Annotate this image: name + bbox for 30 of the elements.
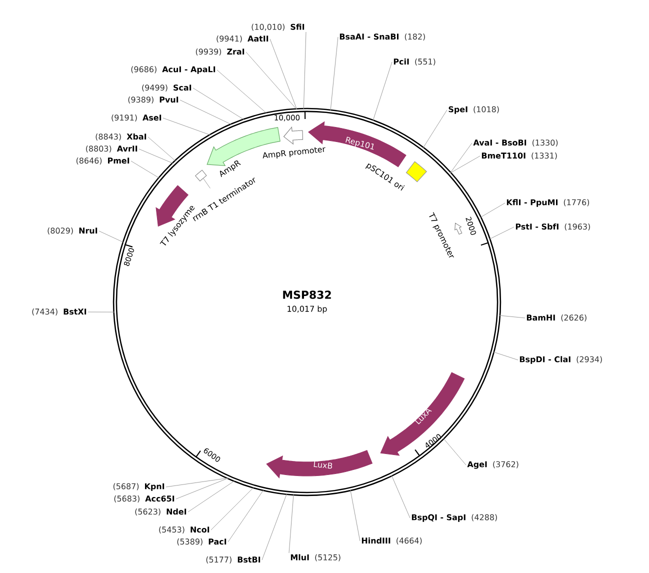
- leader-line: [130, 160, 160, 178]
- leader-line: [422, 110, 448, 148]
- leader-line: [442, 438, 466, 466]
- leader-line: [372, 62, 392, 122]
- leader-line: [330, 36, 338, 112]
- leader-line: [138, 148, 174, 164]
- leader-line: [148, 136, 176, 162]
- leader-line: [488, 226, 514, 240]
- leader-line: [498, 315, 526, 318]
- leader-line: [480, 202, 506, 218]
- leader-line: [188, 480, 236, 512]
- leader-line: [210, 486, 254, 530]
- leader-line: [492, 352, 518, 360]
- leader-line: [270, 38, 298, 110]
- leader-line: [98, 230, 124, 243]
- leader-line: [166, 478, 229, 488]
- leader-line: [450, 142, 472, 174]
- leader-line: [246, 52, 298, 110]
- leader-line: [180, 100, 232, 125]
- leader-line: [303, 32, 306, 110]
- leader-line: [391, 474, 410, 518]
- leader-line: [228, 489, 264, 542]
- leader-line: [162, 118, 211, 136]
- leader-line: [216, 70, 268, 114]
- leader-line: [288, 494, 294, 554]
- leader-line: [350, 489, 360, 542]
- leader-line: [450, 156, 480, 174]
- leader-line: [192, 88, 245, 120]
- leader-line: [176, 478, 229, 500]
- leader-line: [262, 493, 288, 560]
